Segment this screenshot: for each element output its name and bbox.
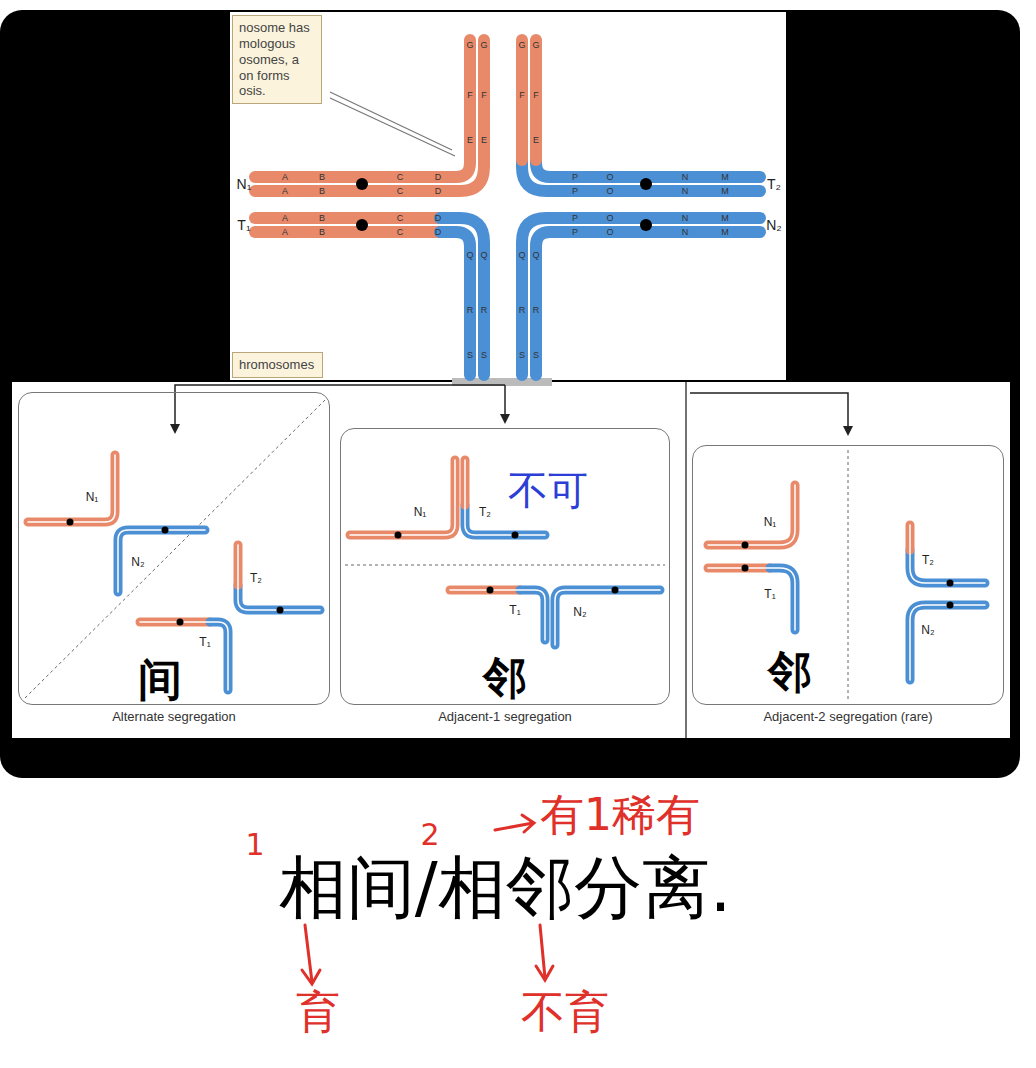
gene-letter: B: [319, 173, 325, 182]
gene-letter: G: [518, 41, 525, 50]
gene-letter: S: [519, 351, 525, 360]
chromosome-name: T₁: [509, 604, 520, 616]
gene-letter: E: [481, 136, 487, 145]
panel-caption: Alternate segregation: [19, 709, 329, 724]
gene-letter: O: [606, 173, 613, 182]
gene-letter: S: [467, 351, 473, 360]
gene-letter: A: [282, 187, 288, 196]
gene-letter: P: [572, 228, 578, 237]
handwritten-note: 相间/相邻分离.: [279, 854, 732, 922]
chromosome-name: N₂: [766, 218, 782, 232]
gene-letter: O: [606, 214, 613, 223]
handwritten-note: 有1稀有: [540, 793, 700, 837]
gene-letter: D: [435, 214, 442, 223]
gene-letter: P: [572, 187, 578, 196]
gene-letter: A: [282, 228, 288, 237]
gene-letter: F: [519, 91, 525, 100]
chromosome-name: N₂: [131, 556, 144, 568]
gene-letter: N: [682, 187, 689, 196]
gene-letter: B: [319, 214, 325, 223]
callout-box: nosome has mologous osomes, a on forms o…: [232, 15, 322, 104]
chromosome-name: N₂: [573, 606, 586, 618]
gene-letter: D: [435, 228, 442, 237]
gene-letter: P: [572, 173, 578, 182]
panel-caption: Adjacent-2 segregation (rare): [693, 709, 1003, 724]
gene-letter: G: [480, 41, 487, 50]
callout-text: nosome has mologous osomes, a on forms o…: [239, 20, 313, 99]
handwritten-note: 育: [296, 990, 340, 1034]
chromosome-name: T₂: [922, 554, 934, 566]
handwritten-number: 2: [420, 820, 439, 850]
gene-letter: B: [319, 187, 325, 196]
gene-letter: E: [467, 136, 473, 145]
chromosome-name: T₂: [250, 572, 262, 584]
chromosome-name: N₁: [86, 491, 99, 503]
callout-text: hromosomes: [239, 357, 314, 373]
gene-letter: O: [606, 187, 613, 196]
gene-letter: D: [435, 173, 442, 182]
callout-box: hromosomes: [232, 352, 323, 378]
handwritten-number: 1: [245, 830, 264, 860]
handwritten-note: 不育: [521, 990, 609, 1034]
gene-letter: G: [532, 41, 539, 50]
gene-letter: M: [721, 214, 729, 223]
gene-letter: A: [282, 173, 288, 182]
gene-letter: R: [481, 306, 488, 315]
gene-letter: R: [467, 306, 474, 315]
gene-letter: Q: [532, 251, 539, 260]
handwritten-note: 邻: [768, 650, 812, 694]
gene-letter: F: [481, 91, 487, 100]
gene-letter: G: [466, 41, 473, 50]
gene-letter: N: [682, 228, 689, 237]
gene-letter: E: [533, 136, 539, 145]
chromosome-name: N₁: [237, 177, 252, 191]
gene-letter: S: [481, 351, 487, 360]
gene-letter: M: [721, 187, 729, 196]
chromosome-name: T₂: [767, 177, 781, 191]
chromosome-name: T₁: [764, 588, 775, 600]
chromosome-name: T₁: [199, 636, 210, 648]
gene-letter: R: [533, 306, 540, 315]
gene-letter: C: [397, 228, 404, 237]
gene-letter: M: [721, 228, 729, 237]
gene-letter: D: [435, 187, 442, 196]
gene-letter: C: [397, 214, 404, 223]
panel-caption: Adjacent-1 segregation: [341, 709, 669, 724]
handwritten-note: 邻: [483, 656, 527, 700]
chromosome-name: N₂: [921, 624, 934, 636]
gene-letter: B: [319, 228, 325, 237]
gene-letter: F: [533, 91, 539, 100]
chromosome-name: T₂: [479, 506, 491, 518]
gene-letter: R: [519, 306, 526, 315]
chromosome-name: N₁: [764, 516, 777, 528]
handwritten-note: 不可: [508, 470, 588, 510]
gene-letter: Q: [466, 251, 473, 260]
segregation-panel: Adjacent-2 segregation (rare): [692, 445, 1004, 705]
gene-letter: S: [533, 351, 539, 360]
gene-letter: P: [572, 214, 578, 223]
gene-letter: A: [282, 214, 288, 223]
chromosome-name: T₁: [237, 218, 250, 232]
gene-letter: C: [397, 187, 404, 196]
gene-letter: C: [397, 173, 404, 182]
gene-letter: Q: [518, 251, 525, 260]
handwritten-note: 间: [138, 658, 182, 702]
gene-letter: N: [682, 173, 689, 182]
gene-letter: F: [467, 91, 473, 100]
gene-letter: Q: [480, 251, 487, 260]
gene-letter: M: [721, 173, 729, 182]
gene-letter: O: [606, 228, 613, 237]
gene-letter: N: [682, 214, 689, 223]
chromosome-name: N₁: [414, 506, 427, 518]
